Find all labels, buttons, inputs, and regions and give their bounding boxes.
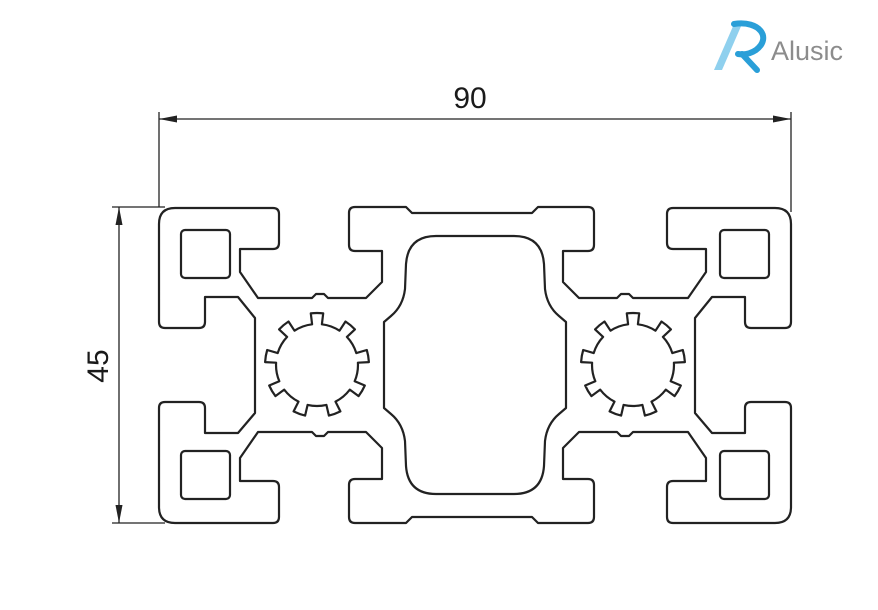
core-bore-left [264,311,370,417]
width-arrow-right [773,115,791,123]
width-arrow-left [159,115,177,123]
brand-name: Alusic [771,36,843,66]
core-bore-right [580,311,686,417]
height-arrow-top [115,207,123,225]
profile-outer-outline [157,205,793,525]
width-dimension: 90 [158,82,792,212]
height-arrow-bottom [115,505,123,523]
corner-cavity-bottom-left [179,449,232,501]
height-dimension: 45 [82,206,165,524]
corner-cavity-top-left [179,228,232,280]
corner-cavity-top-right [718,228,771,280]
height-dimension-value: 45 [82,349,115,382]
center-cavity [382,234,568,496]
corner-cavity-bottom-right [718,449,771,501]
brand-logo: Alusic [714,20,843,73]
width-dimension-value: 90 [453,82,486,115]
profile-section [157,205,793,525]
alusic-a-logo-icon [714,20,767,73]
